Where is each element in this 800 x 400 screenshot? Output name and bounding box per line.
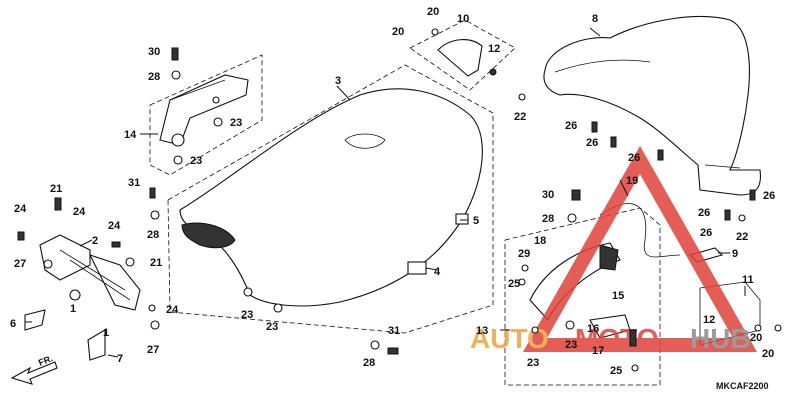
callout-13: 13 — [476, 325, 488, 337]
main-seat — [179, 88, 483, 307]
callout-10: 10 — [457, 13, 469, 25]
callout-24-d: 24 — [166, 304, 179, 316]
callout-11: 11 — [742, 274, 754, 286]
cover-frame — [409, 19, 516, 91]
callout-26-a: 26 — [565, 120, 577, 132]
callout-12-b: 12 — [703, 314, 715, 326]
callout-12-a: 12 — [488, 43, 500, 55]
callout-14: 14 — [124, 129, 137, 141]
nut — [489, 68, 497, 76]
seat-lock-bracket — [24, 234, 141, 361]
watermark-text-right: HUB — [690, 323, 751, 354]
callout-24-c: 24 — [108, 220, 121, 232]
callout-28-b: 28 — [147, 229, 159, 241]
callout-9: 9 — [732, 248, 738, 260]
diagram-code: MKCAF2200 — [716, 381, 769, 391]
callout-22-b: 22 — [736, 231, 748, 243]
callout-labels: 8 10 20 20 12 22 3 30 28 14 23 23 31 28 … — [10, 6, 775, 391]
callout-27-a: 27 — [14, 258, 26, 270]
callout-28-a: 28 — [148, 71, 160, 83]
callout-1-a: 1 — [70, 303, 76, 315]
callout-19: 19 — [626, 175, 638, 187]
callout-23-b: 23 — [190, 155, 202, 167]
side-panel — [699, 281, 761, 346]
callout-21-b: 21 — [150, 257, 162, 269]
callout-26-b: 26 — [586, 137, 598, 149]
callout-23-f: 23 — [527, 357, 539, 369]
callout-28-d: 28 — [542, 213, 554, 225]
callout-24-b: 24 — [73, 206, 86, 218]
callout-2: 2 — [92, 235, 98, 247]
callout-31-a: 31 — [128, 177, 140, 189]
callout-24-a: 24 — [14, 203, 27, 215]
callout-1-b: 1 — [103, 327, 109, 339]
callout-23-e: 23 — [565, 339, 577, 351]
callout-5: 5 — [473, 215, 479, 227]
fasteners — [17, 28, 782, 372]
callout-17: 17 — [592, 345, 604, 357]
callout-20-a: 20 — [427, 6, 439, 18]
callout-6: 6 — [10, 318, 16, 330]
callout-28-c: 28 — [363, 357, 375, 369]
callout-3: 3 — [335, 75, 341, 87]
front-grab-rail — [159, 74, 249, 147]
callout-21-a: 21 — [50, 183, 62, 195]
grab-rail-frame — [149, 54, 263, 176]
callout-29: 29 — [518, 248, 530, 260]
callout-16: 16 — [587, 323, 599, 335]
watermark-text-mid: MOTO — [575, 323, 658, 354]
callout-25-a: 25 — [508, 278, 520, 290]
callout-26-e: 26 — [698, 207, 710, 219]
cover — [437, 39, 483, 77]
callout-23-d: 23 — [266, 321, 278, 333]
leader-lines — [25, 27, 746, 358]
callout-31-b: 31 — [388, 325, 400, 337]
callout-25-b: 25 — [610, 365, 622, 377]
callout-20-d: 20 — [762, 348, 774, 360]
callout-20-b: 20 — [392, 26, 404, 38]
callout-4: 4 — [434, 266, 441, 278]
callout-8: 8 — [592, 13, 598, 25]
callout-30-a: 30 — [148, 46, 160, 58]
callout-23-c: 23 — [241, 309, 253, 321]
rear-seat — [543, 16, 762, 196]
front-arrow: FR. — [10, 353, 58, 385]
callout-26-d: 26 — [763, 190, 775, 202]
main-seat-frame — [167, 64, 494, 334]
callout-18: 18 — [534, 235, 546, 247]
watermark: AUTO MOTO HUB — [470, 145, 758, 354]
callout-26-c: 26 — [628, 152, 640, 164]
callout-22-a: 22 — [514, 111, 526, 123]
callout-26-f: 26 — [700, 227, 712, 239]
callout-7: 7 — [117, 353, 123, 365]
callout-30-b: 30 — [542, 189, 554, 201]
callout-20-c: 20 — [750, 332, 762, 344]
callout-15: 15 — [612, 290, 624, 302]
callout-27-b: 27 — [147, 344, 159, 356]
callout-23-a: 23 — [230, 117, 242, 129]
